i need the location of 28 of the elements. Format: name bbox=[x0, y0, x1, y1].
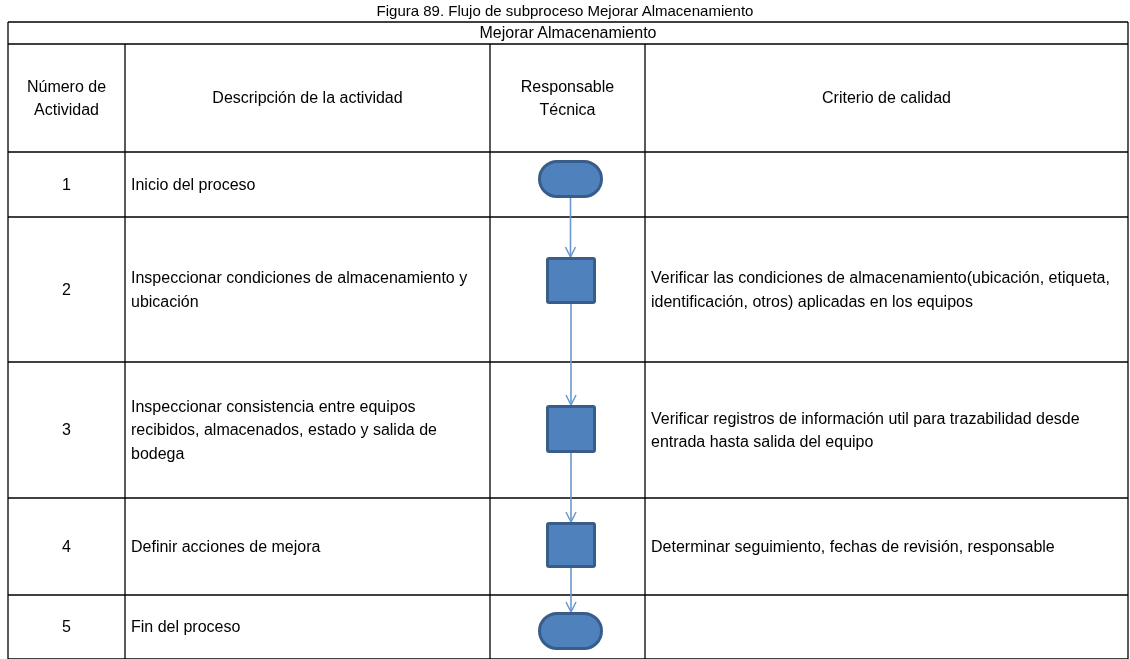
quality-criterion: Verificar registros de información util para trazabilidad desde entrada hasta salida del equipo bbox=[651, 408, 1081, 452]
activity-description: Inicio del proceso bbox=[131, 174, 256, 195]
arrow bbox=[564, 197, 577, 258]
process-box bbox=[546, 522, 596, 568]
activity-description: Inspeccionar consistencia entre equipos recibidos, almacenados, estado y salida de bodega bbox=[131, 397, 438, 464]
activity-description: Fin del proceso bbox=[131, 617, 241, 638]
process-box bbox=[546, 257, 596, 304]
quality-criterion: Determinar seguimiento, fechas de revisión, responsable bbox=[651, 536, 1055, 557]
column-header: Número de Actividad bbox=[25, 76, 108, 120]
arrow bbox=[565, 567, 577, 613]
terminator-shape bbox=[538, 160, 603, 198]
activity-description: Definir acciones de mejora bbox=[131, 536, 321, 557]
arrow bbox=[565, 452, 577, 523]
terminator-shape bbox=[538, 612, 603, 650]
figure-title: Figura 89. Flujo de subproceso Mejorar Almacenamiento bbox=[375, 1, 755, 21]
row-number: 3 bbox=[62, 420, 71, 441]
row-number: 4 bbox=[62, 536, 71, 557]
column-header: Responsable Técnica bbox=[519, 76, 616, 120]
process-box bbox=[546, 405, 596, 453]
arrow bbox=[565, 303, 577, 406]
row-number: 2 bbox=[62, 279, 71, 300]
column-header: Criterio de calidad bbox=[822, 88, 951, 109]
column-header: Descripción de la actividad bbox=[212, 88, 403, 109]
activity-description: Inspeccionar condiciones de almacenamiento y ubicación bbox=[131, 268, 469, 312]
quality-criterion: Verificar las condiciones de almacenamiento(ubicación, etiqueta, identificación, otros) aplicadas en los equipos bbox=[651, 268, 1111, 312]
row-number: 5 bbox=[62, 617, 71, 638]
row-number: 1 bbox=[62, 174, 71, 195]
table-heading: Mejorar Almacenamiento bbox=[479, 23, 657, 44]
